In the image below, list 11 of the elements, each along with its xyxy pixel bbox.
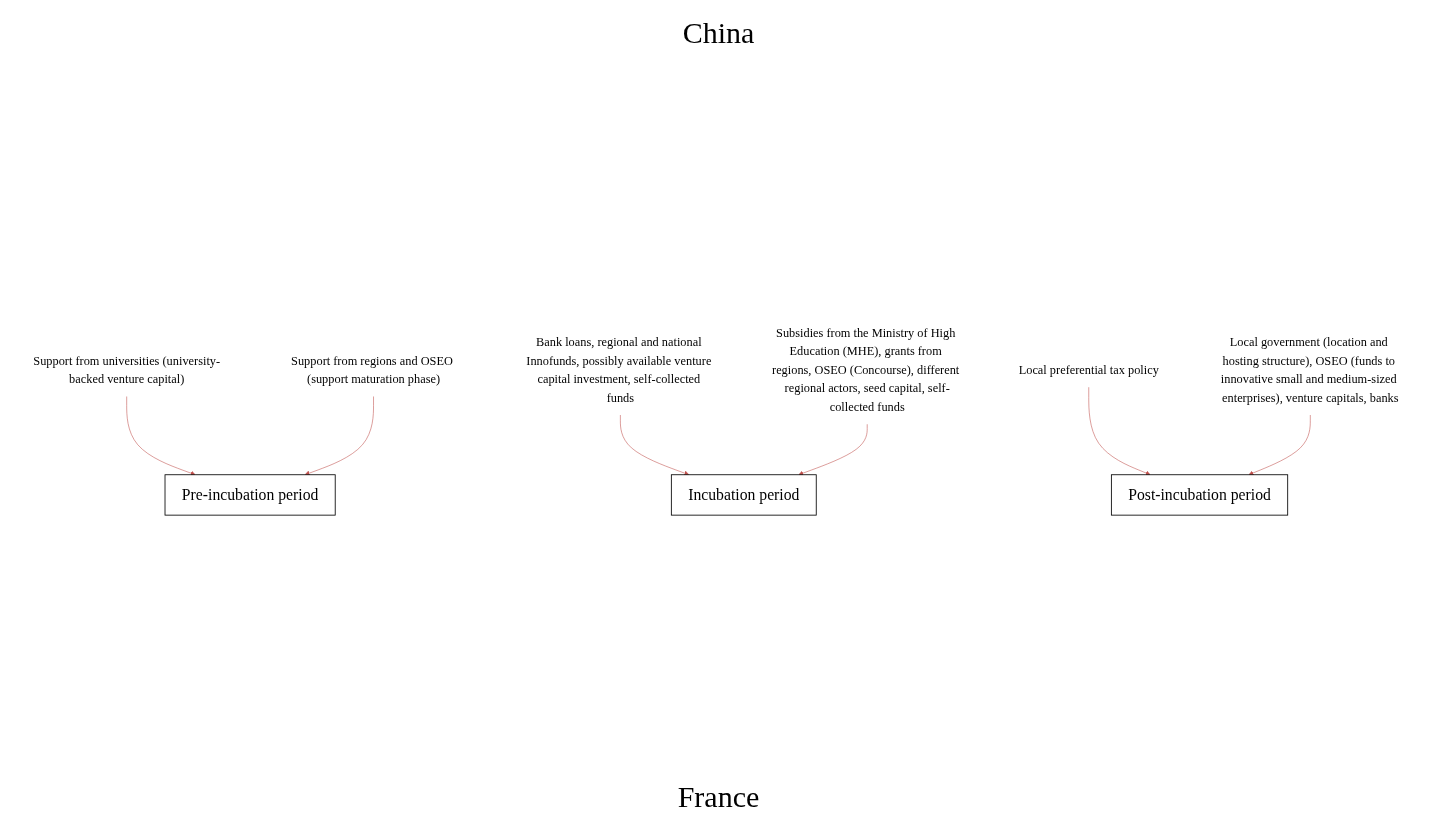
node-text: Local government (location and hosting structure), OSEO (funds to innovative small and medium-sized enterprises), venture capitals, banks (1220, 334, 1399, 405)
row-label: France (677, 780, 760, 814)
row-label: China (682, 16, 755, 50)
node-box: Pre-incubation period (164, 474, 336, 516)
node-text: Support from universities (university-backed venture capital) (33, 353, 221, 386)
node-text: Local preferential tax policy (1018, 362, 1159, 377)
node-text: Subsidies from the Ministry of High Education (MHE), grants from regions, OSEO (Concourse), different regional actors, seed capital, self-collected funds (772, 325, 960, 414)
node-text: Bank loans, regional and national Innofunds, possibly available venture capital investment, self-collected funds (526, 334, 712, 405)
node-box: Incubation period (670, 474, 817, 516)
node-box: Post-incubation period (1110, 474, 1289, 516)
node-text: Support from regions and OSEO (support maturation phase) (291, 353, 453, 386)
